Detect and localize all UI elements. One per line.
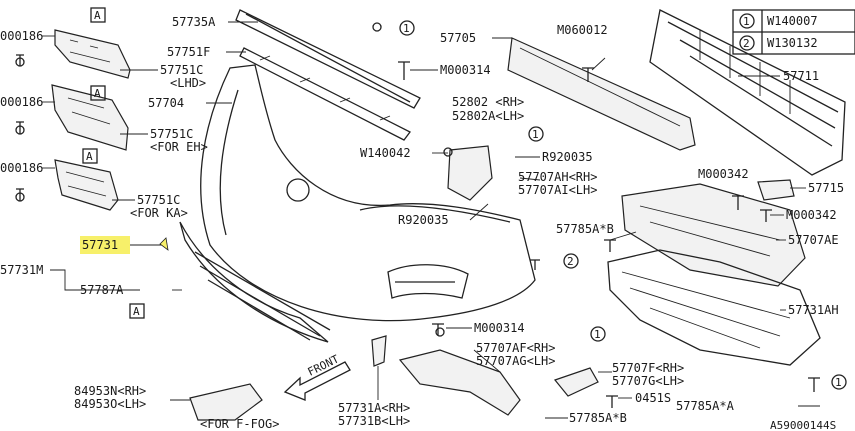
callout-circle-1a: 1 xyxy=(399,20,415,36)
label-lhd: <LHD> xyxy=(170,76,206,90)
label-R920035-a: R920035 xyxy=(542,150,593,164)
label-W140042: W140042 xyxy=(360,146,411,160)
svg-text:1: 1 xyxy=(532,128,539,141)
label-57705: 57705 xyxy=(440,31,476,45)
bolt-0451S xyxy=(606,395,618,408)
lower-cover-57731AH xyxy=(607,249,821,366)
clip-57785A xyxy=(530,239,820,392)
label-for-f-fog: <FOR F-FOG> xyxy=(200,417,279,431)
label-57731: 57731 xyxy=(82,238,118,252)
bracket-57707F xyxy=(553,367,599,397)
beam-57711 xyxy=(649,9,846,176)
bumper-cover-57704 xyxy=(179,64,536,343)
label-57707AH: 57707AH<RH> xyxy=(518,170,597,184)
label-57711: 57711 xyxy=(783,69,819,83)
front-label: FRONT xyxy=(306,352,342,378)
bracket-57751C-lhd xyxy=(15,29,131,79)
label-57785AA: 57785A*A xyxy=(676,399,735,413)
grille-strip-57735A xyxy=(235,9,421,109)
front-arrow: FRONT xyxy=(283,352,351,401)
legend-num-2: 2 xyxy=(743,37,750,50)
label-57731B: 57731B<LH> xyxy=(338,414,410,428)
bracket-57751C-ka xyxy=(15,159,119,211)
reinforcement-57705 xyxy=(507,37,696,151)
label-000186-a: 000186 xyxy=(0,29,43,43)
label-57751C-eh: 57751C xyxy=(150,127,193,141)
legend-code-1: W140007 xyxy=(767,14,818,28)
label-57785AB-top: 57785A*B xyxy=(556,222,614,236)
leader-lines xyxy=(42,21,820,419)
label-0451S: 0451S xyxy=(635,391,671,405)
label-M000314-top: M000314 xyxy=(440,63,491,77)
label-M000342-b: M000342 xyxy=(786,208,837,222)
label-for-eh: <FOR EH> xyxy=(150,140,208,154)
label-57715: 57715 xyxy=(808,181,844,195)
bolt-M000342 xyxy=(732,195,772,222)
svg-text:1: 1 xyxy=(835,376,842,389)
callout-box-a-2: A xyxy=(90,85,106,101)
label-57704: 57704 xyxy=(148,96,184,110)
callout-circle-2a: 2 xyxy=(563,253,579,269)
callout-circle-1c: 1 xyxy=(590,326,606,342)
callout-circle-1d: 1 xyxy=(831,374,847,390)
label-000186-c: 000186 xyxy=(0,161,43,175)
bolt-M000314-top xyxy=(398,61,410,80)
label-57707AE: 57707AE xyxy=(788,233,839,247)
legend-num-1: 1 xyxy=(743,15,750,28)
legend-table: 1 2 W140007 W130132 xyxy=(732,9,855,55)
label-84953O: 84953O<LH> xyxy=(74,397,146,411)
bolt-M000314-mid xyxy=(432,323,444,336)
molding-57751F xyxy=(239,47,411,141)
label-57787A: 57787A xyxy=(80,283,124,297)
label-57707AF: 57707AF<RH> xyxy=(476,341,555,355)
label-000186-b: 000186 xyxy=(0,95,43,109)
svg-text:A: A xyxy=(86,150,93,163)
label-M000314-mid: M000314 xyxy=(474,321,525,335)
label-57785AB-bot: 57785A*B xyxy=(569,411,627,425)
drawing-number: A59000144S xyxy=(770,419,836,431)
callout-box-a-3: A xyxy=(82,148,98,164)
label-84953N: 84953N<RH> xyxy=(74,384,146,398)
label-57707F: 57707F<RH> xyxy=(612,361,684,375)
label-M000342-a: M000342 xyxy=(698,167,749,181)
label-57731A: 57731A<RH> xyxy=(338,401,410,415)
callout-box-a-1: A xyxy=(90,7,106,23)
label-57751C-lhd: 57751C xyxy=(160,63,203,77)
label-57751C-ka: 57751C xyxy=(137,193,180,207)
label-R920035-b: R920035 xyxy=(398,213,449,227)
highlight-part-57731 xyxy=(159,237,169,251)
label-57731M: 57731M xyxy=(0,263,43,277)
callout-box-a-4: A xyxy=(129,303,145,319)
label-57751F: 57751F xyxy=(167,45,210,59)
svg-text:A: A xyxy=(94,87,101,100)
legend-code-2: W130132 xyxy=(767,36,818,50)
under-cover-57707AE xyxy=(621,183,806,287)
bracket-52802 xyxy=(443,145,493,201)
svg-text:2: 2 xyxy=(567,255,574,268)
svg-text:1: 1 xyxy=(594,328,601,341)
label-57731AH: 57731AH xyxy=(788,303,839,317)
label-57707AG: 57707AG<LH> xyxy=(476,354,555,368)
lower-support-57707AF xyxy=(398,327,521,416)
svg-text:A: A xyxy=(94,9,101,22)
label-for-ka: <FOR KA> xyxy=(130,206,188,220)
highlight-57731 xyxy=(80,236,130,254)
svg-text:A: A xyxy=(133,305,140,318)
callout-circle-1b: 1 xyxy=(528,126,544,142)
clip-57731A xyxy=(371,335,387,367)
bracket-57751C-eh xyxy=(15,84,129,151)
label-57707AI: 57707AI<LH> xyxy=(518,183,597,197)
bracket-57715 xyxy=(757,179,795,201)
label-M060012: M060012 xyxy=(557,23,608,37)
svg-text:1: 1 xyxy=(403,22,410,35)
fog-bracket-84953N xyxy=(189,383,263,421)
bolt-M060012 xyxy=(582,67,594,82)
label-57707G: 57707G<LH> xyxy=(612,374,684,388)
label-57735A: 57735A xyxy=(172,15,216,29)
label-52802-rh: 52802 <RH> xyxy=(452,95,524,109)
label-52802A-lh: 52802A<LH> xyxy=(452,109,524,123)
